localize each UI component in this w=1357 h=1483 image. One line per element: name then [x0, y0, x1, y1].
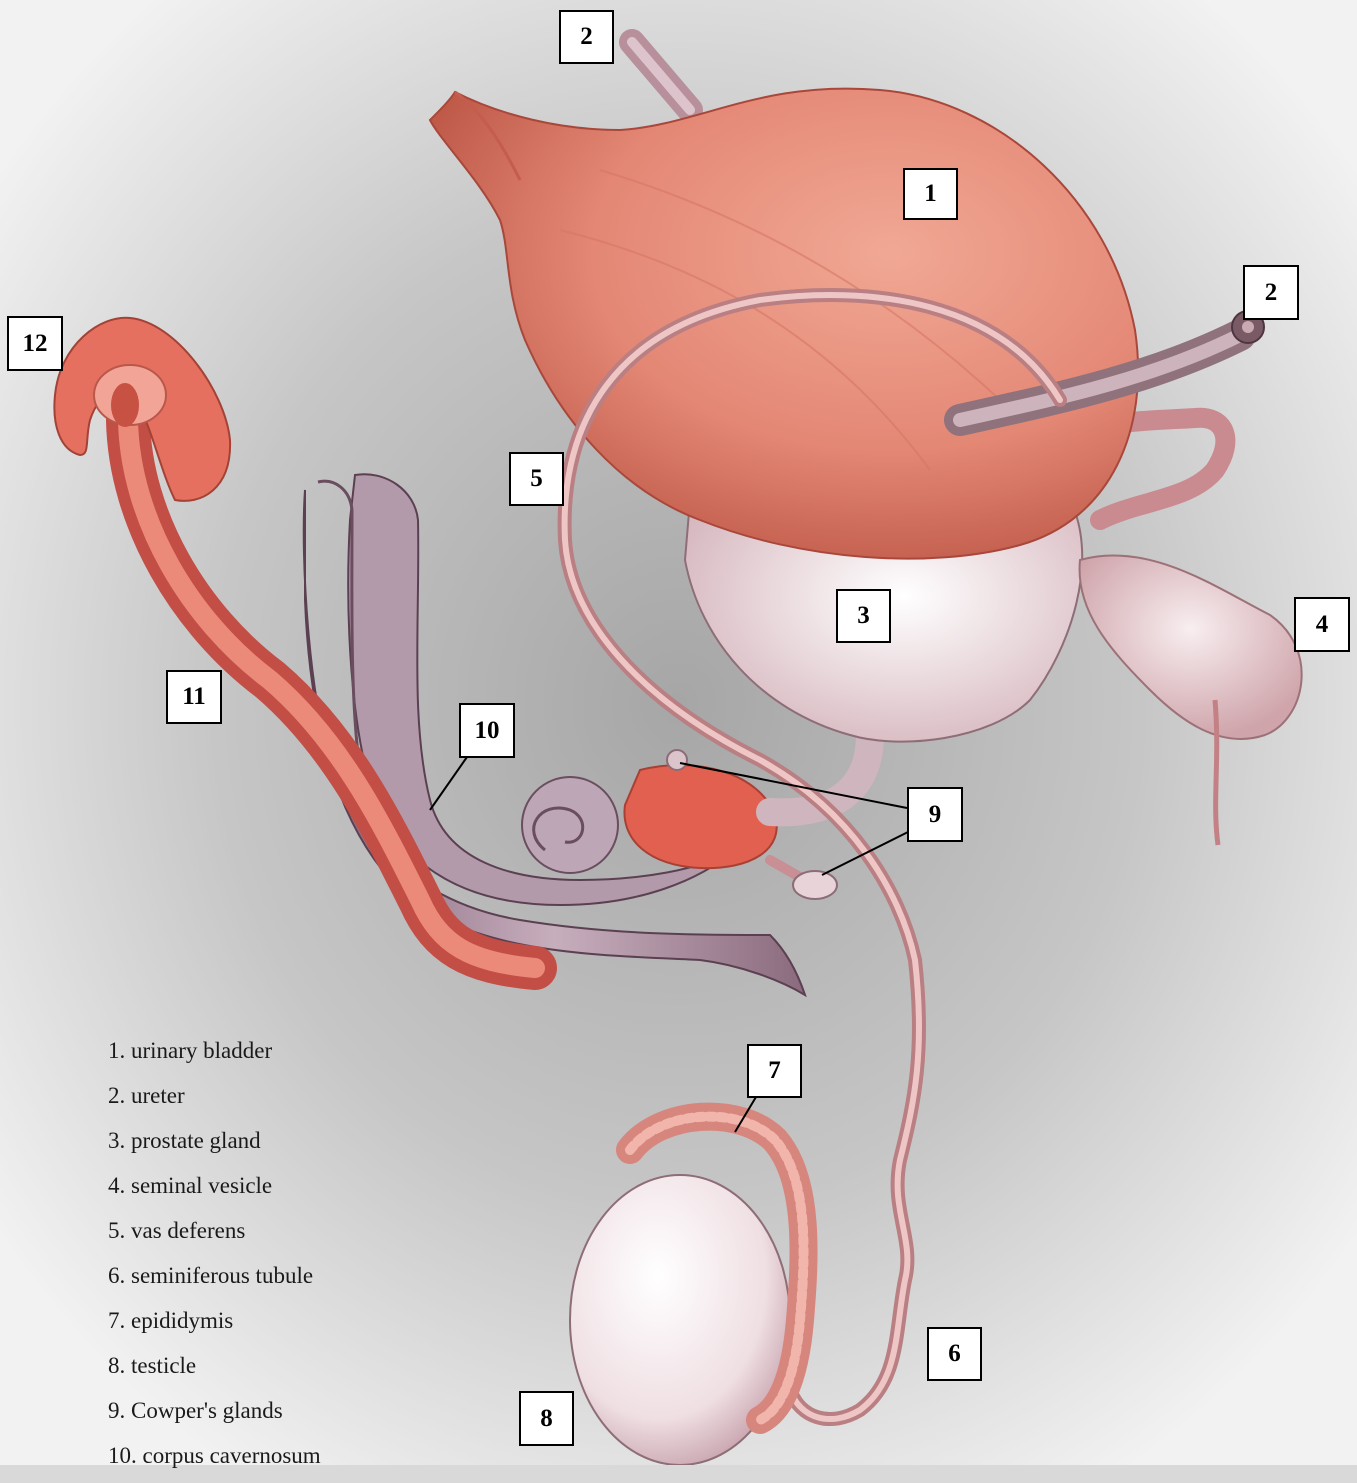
- legend-item: 5. vas deferens: [108, 1213, 321, 1258]
- legend: 1. urinary bladder 2. ureter 3. prostate…: [108, 1033, 321, 1483]
- legend-item: 10. corpus cavernosum: [108, 1438, 321, 1483]
- label-1: 1: [903, 168, 958, 220]
- label-7: 7: [747, 1044, 802, 1098]
- label-10: 10: [459, 703, 515, 758]
- legend-item: 1. urinary bladder: [108, 1033, 321, 1078]
- legend-item: 2. ureter: [108, 1078, 321, 1123]
- label-11: 11: [166, 670, 222, 724]
- label-3: 3: [836, 589, 891, 643]
- legend-item: 4. seminal vesicle: [108, 1168, 321, 1213]
- label-6: 6: [927, 1327, 982, 1381]
- legend-item: 8. testicle: [108, 1348, 321, 1393]
- legend-item: 6. seminiferous tubule: [108, 1258, 321, 1303]
- legend-item: 7. epididymis: [108, 1303, 321, 1348]
- label-2-right: 2: [1243, 265, 1299, 320]
- label-4: 4: [1294, 597, 1350, 652]
- label-2-top: 2: [559, 10, 614, 64]
- legend-item: 9. Cowper's glands: [108, 1393, 321, 1438]
- label-5: 5: [509, 452, 564, 506]
- label-9: 9: [907, 787, 963, 842]
- legend-item: 3. prostate gland: [108, 1123, 321, 1168]
- label-12: 12: [7, 316, 63, 371]
- label-8: 8: [519, 1391, 574, 1446]
